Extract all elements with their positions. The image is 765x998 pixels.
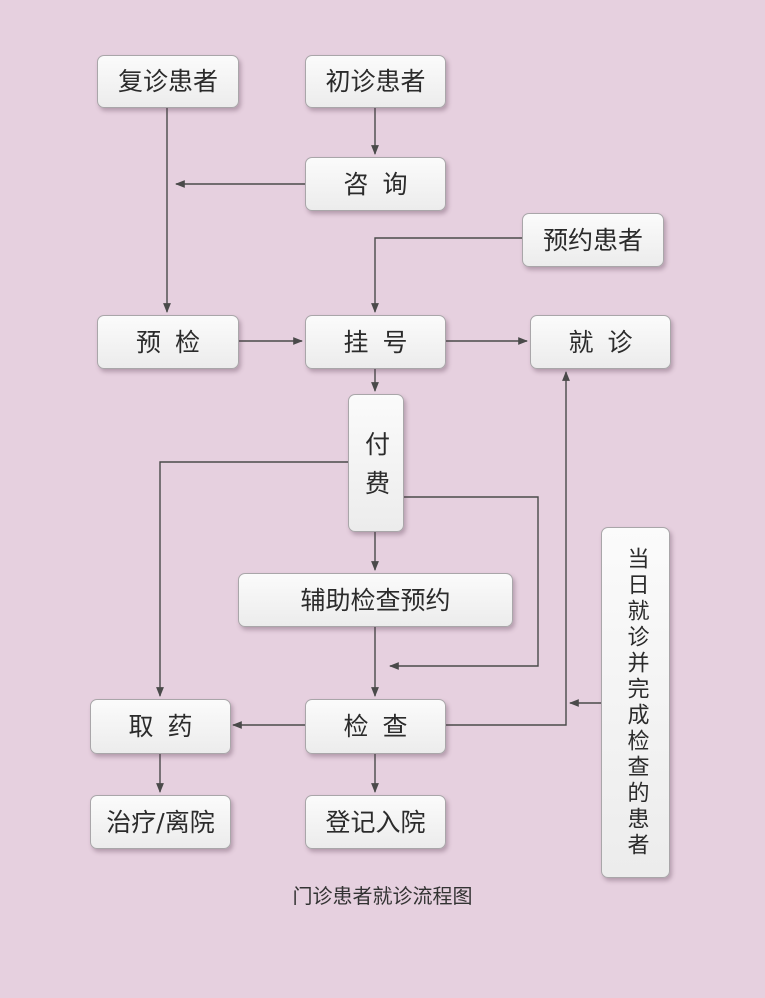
arrow-exam-to-diagnosis xyxy=(446,371,570,726)
exam-label: 检查 xyxy=(343,712,422,741)
registration-label: 挂号 xyxy=(343,327,422,357)
payment-label: 付费 xyxy=(361,431,391,509)
appointment-patient-label: 预约患者 xyxy=(542,225,643,255)
first-visit-patient-box: 初诊患者 xyxy=(305,55,446,108)
revisit-patient-box: 复诊患者 xyxy=(97,55,239,108)
consultation-label: 咨询 xyxy=(343,169,422,199)
admission-label: 登记入院 xyxy=(325,807,426,837)
diagram-caption: 门诊患者就诊流程图 xyxy=(292,884,473,908)
admission-box: 登记入院 xyxy=(305,795,446,849)
arrow-payment-to-exam-bypass xyxy=(389,496,539,670)
pre-check-box: 预检 xyxy=(97,315,239,369)
first-visit-patient-label: 初诊患者 xyxy=(325,67,426,96)
auxiliary-exam-booking-box: 辅助检查预约 xyxy=(238,573,513,627)
exam-box: 检查 xyxy=(305,699,446,754)
revisit-patient-label: 复诊患者 xyxy=(117,67,218,96)
diagnosis-box: 就诊 xyxy=(530,315,671,369)
treatment-discharge-label: 治疗/离院 xyxy=(106,807,215,837)
arrow-payment-to-medicine xyxy=(156,461,348,697)
registration-box: 挂号 xyxy=(305,315,446,369)
medicine-pickup-label: 取药 xyxy=(128,712,207,741)
pre-check-label: 预检 xyxy=(135,327,214,357)
same-day-patients-label: 当日就诊并完成检查的患者 xyxy=(623,546,649,859)
same-day-patients-box: 当日就诊并完成检查的患者 xyxy=(601,527,670,878)
auxiliary-exam-booking-label: 辅助检查预约 xyxy=(300,585,451,615)
arrow-appointment-to-registration xyxy=(371,237,522,313)
treatment-discharge-box: 治疗/离院 xyxy=(90,795,231,849)
medicine-pickup-box: 取药 xyxy=(90,699,231,754)
payment-box: 付费 xyxy=(348,394,404,532)
diagnosis-label: 就诊 xyxy=(568,327,647,357)
consultation-box: 咨询 xyxy=(305,157,446,211)
appointment-patient-box: 预约患者 xyxy=(522,213,664,267)
